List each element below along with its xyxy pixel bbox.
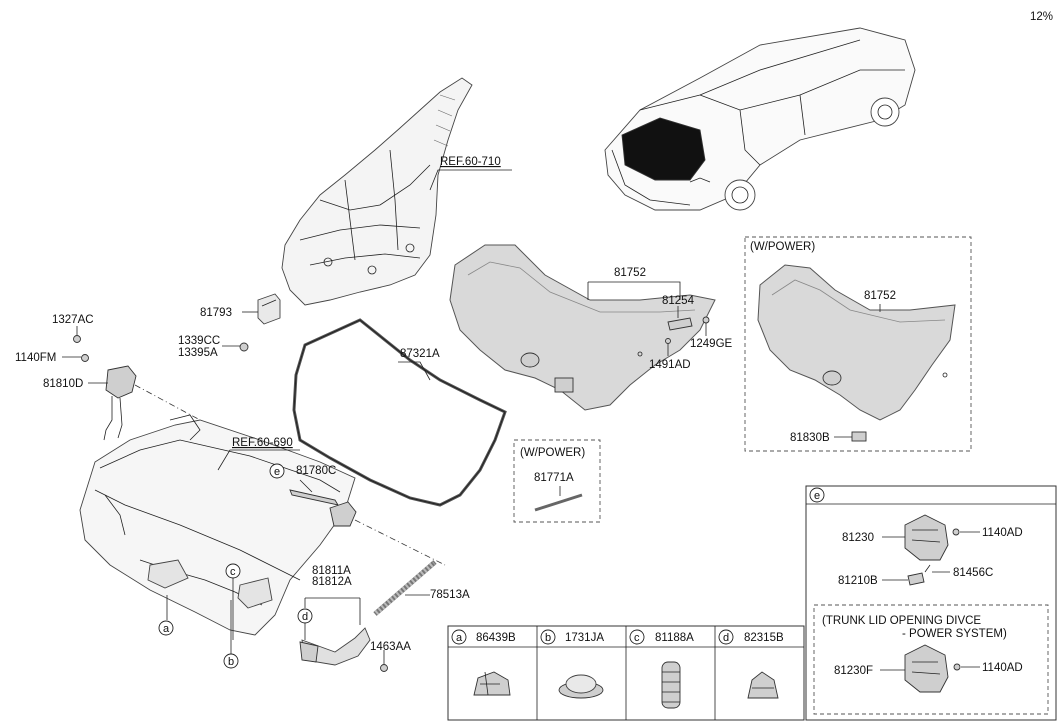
fastener-1731ja-icon (558, 674, 604, 699)
zoom-level: 12% (1030, 11, 1053, 23)
screw-1249ge-icon (702, 316, 710, 324)
wpower-trim-title: (W/POWER) (750, 241, 815, 253)
label-87321a: 87321A (400, 348, 440, 360)
label-81812a: 81812A (312, 576, 352, 588)
wpower-strut-box (513, 439, 601, 523)
callout-a-letter: a (163, 623, 170, 635)
label-1339cc: 1339CC (178, 335, 220, 347)
fastener-82315b-icon (747, 671, 779, 699)
car-overview-illustration (604, 27, 916, 211)
part-81230f-power-latch (904, 644, 949, 693)
legend-a-letter: a (456, 632, 463, 644)
latch-detail-e-marker (809, 487, 825, 503)
legend-d-letter: d (723, 632, 729, 644)
fastener-legend-table: a 86439B b 1731JA c 81188A d 82315B (447, 625, 805, 721)
trunk-power-title-1: (TRUNK LID OPENING DIVCE (822, 615, 981, 627)
latch-detail-e-letter: e (814, 490, 820, 502)
legend-d-part: 82315B (744, 632, 784, 644)
part-87321a-weatherstrip (292, 318, 507, 507)
label-81752-power: 81752 (864, 290, 896, 302)
part-81230-latch (904, 514, 949, 561)
label-81230: 81230 (842, 532, 874, 544)
part-81254-handle (667, 317, 693, 331)
legend-c-part: 81188A (655, 632, 694, 644)
label-81456c: 81456C (953, 567, 993, 579)
legend-c-letter: c (634, 632, 640, 644)
nut-1339cc-icon (239, 342, 249, 352)
clip-1491ad-icon (665, 338, 671, 344)
label-81780c: 81780C (296, 465, 336, 477)
body-panel-illustration (281, 77, 473, 306)
part-81810d-actuator (103, 365, 137, 441)
bolt-1327ac-icon (73, 335, 81, 343)
trunk-power-title-2: - POWER SYSTEM) (902, 628, 1007, 640)
callout-d-letter: d (302, 611, 308, 623)
fastener-86439b-icon (473, 671, 511, 696)
part-81771a-strut (534, 493, 583, 512)
part-81830b-switch (851, 431, 867, 442)
callout-e-marker (269, 463, 285, 479)
label-13395a: 13395A (178, 347, 218, 359)
part-81210b-cable (907, 572, 925, 586)
label-81752-center: 81752 (614, 267, 646, 279)
legend-b-letter: b (545, 632, 551, 644)
part-81752-trim-panel (449, 244, 716, 411)
fastener-81188a-icon (661, 661, 681, 709)
bolt-1140ad-icon (952, 528, 960, 536)
bolt-1463aa-icon (380, 664, 388, 672)
legend-b-part: 1731JA (565, 632, 604, 644)
label-81210b: 81210B (838, 575, 878, 587)
label-81793: 81793 (200, 307, 232, 319)
bolt-1140ad-power-icon (953, 663, 961, 671)
label-78513a: 78513A (430, 589, 470, 601)
label-81810d: 81810D (43, 378, 83, 390)
label-81254: 81254 (662, 295, 695, 307)
label-1491ad: 1491AD (649, 359, 691, 371)
label-1140ad: 1140AD (982, 527, 1023, 539)
part-81793-bracket (257, 293, 281, 325)
label-81830b: 81830B (790, 432, 830, 444)
part-81811a-hinge (299, 627, 371, 666)
callout-e-letter: e (274, 466, 280, 478)
wpower-trim-box (744, 236, 972, 452)
label-1249ge: 1249GE (690, 338, 733, 350)
label-1140ad-power: 1140AD (982, 662, 1023, 674)
trunk-power-system-box (813, 604, 1049, 715)
label-1463aa: 1463AA (370, 641, 411, 653)
label-81230f: 81230F (834, 665, 873, 677)
trunk-lid-illustration (79, 414, 356, 636)
latch-detail-box (805, 485, 1057, 721)
label-81811a: 81811A (312, 565, 351, 577)
ref-60-690: REF.60-690 (232, 437, 293, 449)
callout-b-letter: b (228, 656, 234, 668)
callout-a-marker (158, 620, 174, 636)
callout-c-letter: c (230, 566, 236, 578)
trunk-latch-icon (329, 501, 357, 527)
part-78513a-torsion-bar (373, 560, 437, 616)
label-1140fm: 1140FM (15, 352, 56, 364)
ref-60-710: REF.60-710 (440, 156, 501, 168)
part-81752-power-trim-panel (757, 264, 956, 421)
label-1327ac: 1327AC (52, 314, 94, 326)
wpower-strut-title: (W/POWER) (520, 447, 585, 459)
bolt-1140fm-icon (81, 354, 89, 362)
label-81771a: 81771A (534, 472, 574, 484)
legend-a-part: 86439B (476, 632, 516, 644)
